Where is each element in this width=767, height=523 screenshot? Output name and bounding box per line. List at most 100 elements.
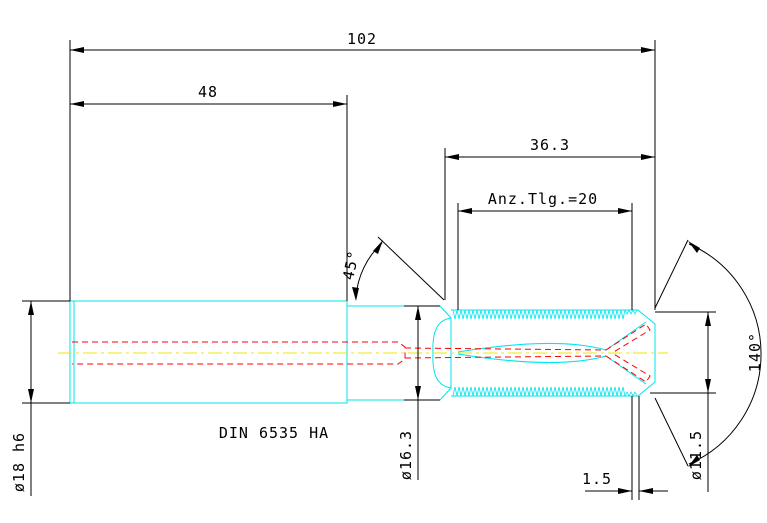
hidden-lines	[72, 323, 651, 383]
arrow-shank-right	[333, 101, 347, 107]
thread-tooth-bottom	[524, 386, 530, 397]
arrow-chamfer-lower	[352, 287, 359, 301]
tool-outline	[69, 300, 656, 404]
thread-tooth-bottom	[504, 386, 510, 397]
arrow-teeth-right	[618, 208, 632, 214]
dim-tip-offset: 1.5	[582, 470, 612, 488]
thread-tooth-bottom	[600, 386, 606, 397]
thread-tooth-top	[568, 309, 574, 320]
thread-tooth-top	[612, 309, 618, 320]
thread-tooth-bottom	[572, 386, 578, 397]
thread-tooth-bottom	[488, 386, 494, 397]
arrow-neck-dia-top	[415, 306, 421, 320]
thread-tooth-top	[536, 309, 542, 320]
arrow-tip-angle-upper	[688, 241, 700, 253]
thread-tooth-top	[496, 309, 502, 320]
thread-tooth-top	[576, 309, 582, 320]
thread-tooth-top	[476, 309, 482, 320]
thread-tooth-bottom	[592, 386, 598, 397]
thread-tooth-bottom	[520, 386, 526, 397]
thread-tooth-top	[584, 309, 590, 320]
thread-tooth-bottom	[568, 386, 574, 397]
thread-tooth-top	[552, 309, 558, 320]
arrow-shank-dia-bottom	[28, 389, 34, 403]
thread-tooth-top	[532, 309, 538, 320]
thread-tooth-bottom	[544, 386, 550, 397]
thread-tooth-bottom	[612, 386, 618, 397]
coolant-bore	[72, 341, 406, 365]
arrow-tip-dia-top	[705, 312, 711, 326]
shank-body	[69, 300, 348, 404]
thread-tooth-bottom	[472, 386, 478, 397]
thread-tooth-top	[512, 309, 518, 320]
thread-tooth-bottom	[604, 386, 610, 397]
thread-tooth-top	[456, 309, 462, 320]
dim-shank-diameter: ø18 h6	[10, 432, 28, 492]
thread-tooth-top	[504, 309, 510, 320]
flute-upper	[457, 321, 647, 353]
thread-tooth-top	[464, 309, 470, 320]
standard-label: DIN 6535 HA	[219, 424, 329, 442]
coolant-exit-lower	[605, 352, 651, 383]
thread-tooth-bottom	[588, 386, 594, 397]
coolant-channel-upper	[404, 347, 607, 351]
thread-tooth-top	[600, 309, 606, 320]
thread-tooth-bottom	[536, 386, 542, 397]
thread-tooth-top	[492, 309, 498, 320]
thread-tooth-top	[624, 309, 630, 315]
thread-tooth-bottom	[496, 386, 502, 397]
arrow-head-left	[445, 154, 459, 160]
arrow-total-left	[70, 47, 84, 53]
dim-tip-angle: 140°	[746, 332, 764, 372]
thread-tooth-top	[560, 309, 566, 320]
thread-tooth-top	[524, 309, 530, 320]
thread-tooth-bottom	[532, 386, 538, 397]
thread-tooth-bottom	[476, 386, 482, 397]
thread-tooth-bottom	[464, 386, 470, 397]
thread-tooth-top	[540, 309, 546, 320]
arrow-chamfer-upper	[373, 240, 383, 254]
thread-tooth-top	[556, 309, 562, 320]
thread-head	[451, 309, 656, 397]
thread-tooth-bottom	[460, 386, 466, 397]
dim-tip-diameter: ø11.5	[687, 430, 705, 480]
thread-tooth-top	[588, 309, 594, 320]
dimension-lines	[22, 40, 762, 500]
arrow-head-right	[641, 154, 655, 160]
thread-tooth-bottom	[492, 386, 498, 397]
thread-tooth-top	[572, 309, 578, 320]
thread-tooth-top	[508, 309, 514, 320]
thread-tooth-top	[544, 309, 550, 320]
thread-tooth-top	[516, 309, 522, 320]
arrow-shank-dia-top	[28, 301, 34, 315]
flute-lower	[457, 353, 647, 385]
tip-angle-arc	[688, 243, 762, 465]
thread-tooth-top	[596, 309, 602, 320]
thread-tooth-top	[460, 309, 466, 320]
thread-tooth-bottom	[480, 386, 486, 397]
arrow-tip-angle-lower	[688, 455, 700, 467]
thread-tooth-bottom	[468, 386, 474, 397]
thread-tooth-top	[520, 309, 526, 320]
thread-tooth-bottom	[484, 386, 490, 397]
thread-tooth-top	[616, 309, 622, 320]
thread-tooth-bottom	[540, 386, 546, 397]
thread-tooth-top	[484, 309, 490, 320]
tip-angle-extension-lower	[654, 397, 689, 467]
dim-teeth-count: Anz.Tlg.=20	[488, 190, 598, 208]
arrow-offset-left	[618, 488, 632, 494]
dim-neck-diameter: ø16.3	[397, 430, 415, 480]
thread-tooth-top	[528, 309, 534, 320]
thread-tooth-bottom	[584, 386, 590, 397]
thread-tooth-top	[628, 309, 634, 315]
dim-shank-length: 48	[198, 83, 218, 101]
thread-tooth-bottom	[516, 386, 522, 397]
thread-tooth-bottom	[528, 386, 534, 397]
thread-tooth-top	[592, 309, 598, 320]
thread-tooth-bottom	[560, 386, 566, 397]
thread-tooth-bottom	[556, 386, 562, 397]
thread-tooth-top	[580, 309, 586, 320]
arrow-offset-right	[639, 488, 653, 494]
coolant-exit-upper	[605, 323, 651, 354]
